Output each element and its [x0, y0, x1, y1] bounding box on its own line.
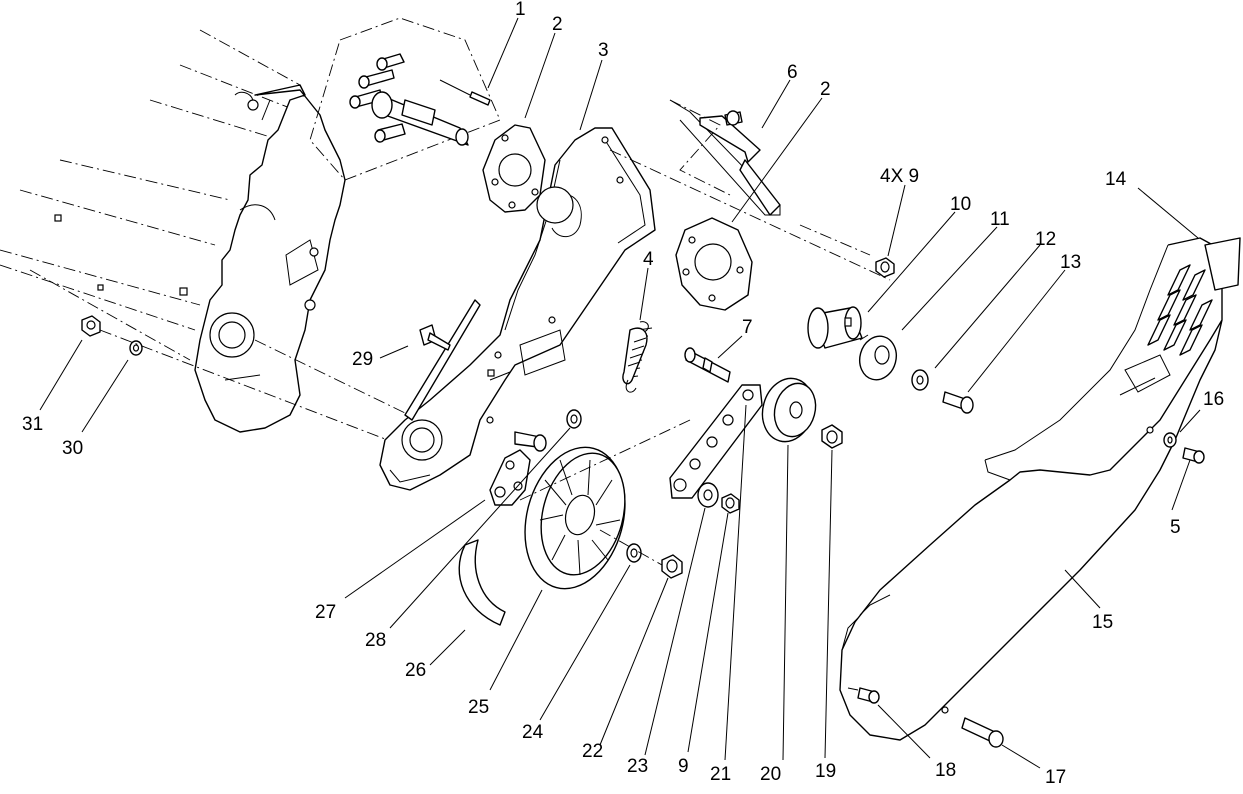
side-plate-3	[379, 127, 656, 491]
callout-19: 19	[815, 761, 836, 782]
spring-4	[622, 321, 653, 393]
bracket-6	[669, 99, 781, 216]
nut-19	[821, 424, 843, 449]
callout-25: 25	[468, 697, 489, 718]
nut-4x9	[875, 257, 895, 278]
callout-23: 23	[627, 756, 648, 777]
belt-cover-15	[839, 237, 1223, 741]
callout-4: 4	[643, 249, 654, 270]
washer-30	[129, 340, 143, 356]
belt-guide-26	[458, 539, 506, 626]
callout-12: 12	[1035, 229, 1056, 250]
idler-arm-21	[669, 384, 763, 499]
callout-15: 15	[1092, 612, 1113, 633]
pulley-25	[519, 419, 691, 590]
callout-21: 21	[710, 764, 731, 785]
bolt-17	[961, 717, 1004, 748]
hub-10	[807, 306, 863, 349]
screw-18	[847, 687, 880, 704]
nut-9	[721, 493, 740, 514]
callout-13: 13	[1060, 252, 1081, 273]
idler-bracket-27	[489, 449, 531, 506]
flange-11	[859, 334, 897, 381]
shoulder-bolt-7	[684, 347, 731, 383]
callout-4x9: 4X 9	[880, 166, 919, 187]
bolt-13	[942, 391, 974, 414]
callout-30: 30	[62, 438, 83, 459]
callout-22: 22	[582, 741, 603, 762]
callout-18: 18	[935, 760, 956, 781]
callout-29: 29	[352, 349, 373, 370]
callout-3: 3	[598, 40, 609, 61]
washer-23	[697, 482, 719, 508]
callout-2b: 2	[820, 79, 831, 100]
callout-5: 5	[1170, 517, 1181, 538]
callout-16: 16	[1203, 389, 1224, 410]
callout-26: 26	[405, 660, 426, 681]
callout-24: 24	[522, 722, 544, 743]
callout-labels: 1 2 3 6 2 4X 9 10 11 12 13 14 4 7 29 31 …	[22, 0, 1224, 788]
frame-housing	[0, 29, 441, 433]
callout-10: 10	[950, 194, 971, 215]
callout-11: 11	[990, 209, 1010, 230]
callout-7: 7	[742, 317, 753, 338]
nut-31	[81, 315, 101, 337]
leader-lines	[39, 17, 1201, 769]
idler-pulley-20	[761, 377, 817, 443]
callout-17: 17	[1045, 767, 1066, 788]
callout-28: 28	[365, 630, 386, 651]
bolt-rear	[514, 431, 547, 452]
bearing-flange-2-right	[675, 217, 753, 311]
bearing-flange-2-left	[482, 124, 546, 213]
axle-assembly	[309, 17, 501, 181]
callout-9: 9	[678, 756, 689, 777]
callout-27: 27	[315, 602, 336, 623]
callout-6: 6	[787, 62, 798, 83]
screw-5	[1182, 447, 1205, 464]
callout-31: 31	[22, 414, 43, 435]
washer-12	[911, 369, 929, 391]
pin-1	[469, 91, 491, 106]
callout-14: 14	[1105, 169, 1127, 190]
washer-16	[1163, 432, 1177, 448]
washer-28	[566, 409, 582, 429]
cover-vents	[1147, 264, 1213, 356]
callout-20: 20	[760, 764, 781, 785]
bolt-29	[419, 324, 451, 351]
nut-22	[661, 554, 683, 579]
decal-14	[1204, 237, 1241, 291]
callout-2: 2	[552, 14, 563, 35]
callout-1: 1	[515, 0, 526, 20]
